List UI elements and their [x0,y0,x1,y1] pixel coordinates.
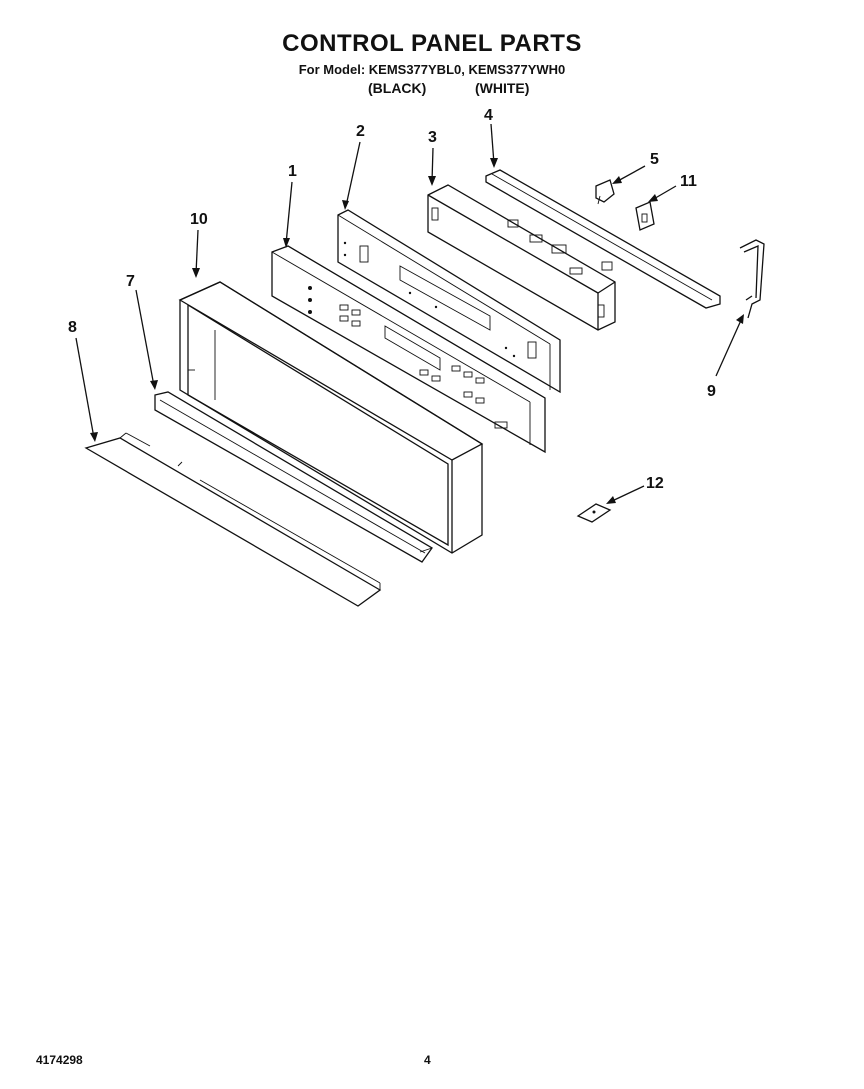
variant-black-label: (BLACK) [368,80,427,96]
callout-10: 10 [190,211,208,228]
part-8-trim-strip [84,432,382,607]
part-5-clip [595,179,615,205]
part-11-bracket [635,201,655,231]
callout-8: 8 [68,319,77,336]
callout-3: 3 [428,129,437,146]
part-12-plate [576,503,612,523]
callout-4: 4 [484,107,493,124]
leader-lines [75,123,744,504]
page-title: CONTROL PANEL PARTS [282,30,582,57]
part-2-board [337,209,561,394]
callout-2: 2 [356,123,365,140]
part-4-channel [485,169,721,309]
callout-9: 9 [707,383,716,400]
document-number: 4174298 [36,1053,83,1067]
callout-5: 5 [650,151,659,168]
part-3-housing [427,184,616,331]
callout-11: 11 [680,173,697,190]
part-10-frame [178,281,484,554]
callout-1: 1 [288,163,297,180]
callout-numbers: 1 2 3 4 5 7 8 9 10 11 12 [68,107,716,492]
model-subtitle: For Model: KEMS377YBL0, KEMS377YWH0 [298,62,566,77]
page-number: 4 [424,1053,431,1067]
variant-white-label: (WHITE) [475,80,530,96]
part-1-panel [271,245,546,454]
part-9-bracket [739,239,765,319]
callout-7: 7 [126,273,135,290]
callout-12: 12 [646,475,664,492]
part-7-strip [154,391,433,563]
